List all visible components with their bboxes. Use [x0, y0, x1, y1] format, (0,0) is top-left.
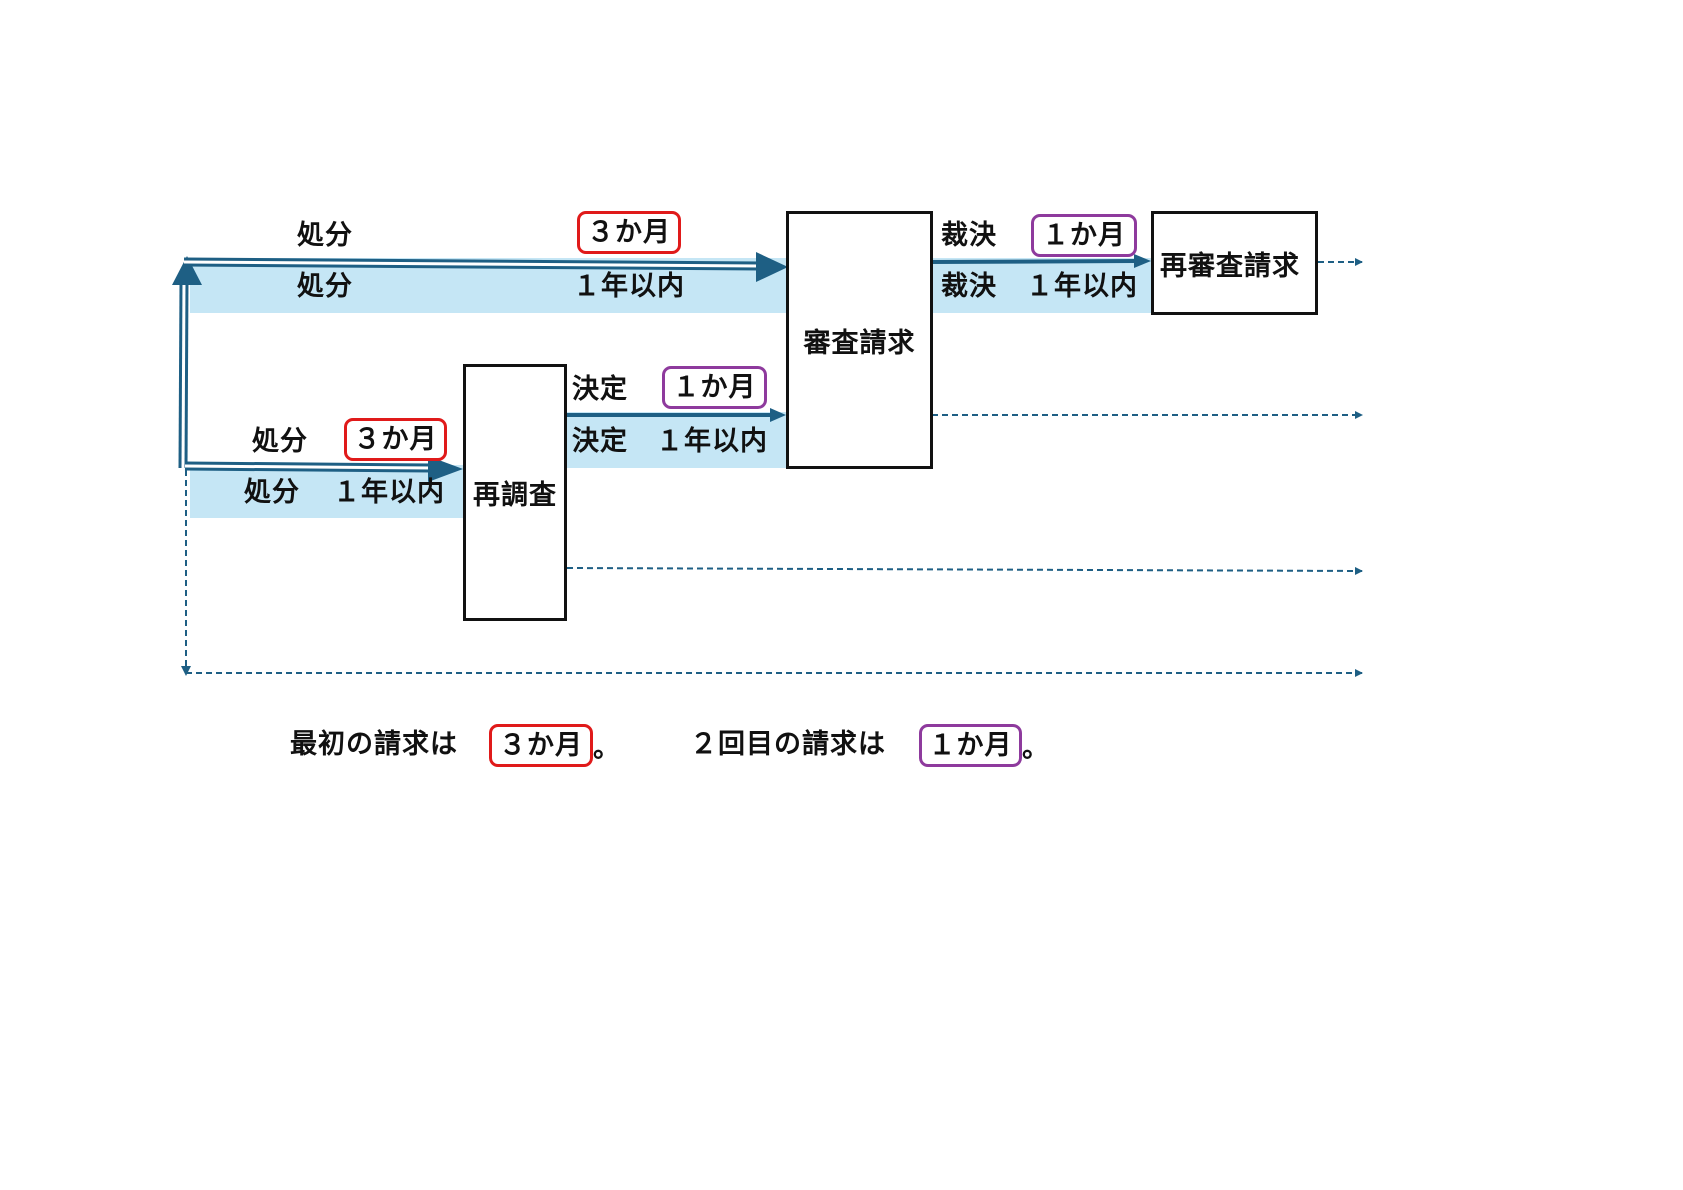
saishinsa-seikyu-box: 再審査請求	[1151, 211, 1318, 315]
saiketsu-upper-label: 裁決	[941, 220, 997, 251]
shinsa-seikyu-box: 審査請求	[786, 211, 933, 469]
saiketsu-limit-label: １年以内	[1026, 271, 1138, 302]
saiketsu-lower-label: 裁決	[941, 271, 997, 302]
kettei-one-month-badge: １か月	[662, 366, 767, 409]
shinsa-seikyu-label: 審査請求	[803, 327, 916, 359]
dashed-vertical-head	[181, 666, 191, 676]
top-three-month-badge: ３か月	[577, 211, 681, 254]
kettei-limit-label: １年以内	[656, 426, 768, 457]
saichousa-double-arrow	[184, 456, 463, 482]
top-limit-label: １年以内	[573, 271, 685, 302]
legend-second-end: 。	[1022, 733, 1050, 764]
top-arrow-head	[756, 252, 788, 282]
vertical-double-line	[172, 256, 202, 469]
saiketsu-arrow	[929, 254, 1151, 268]
saichousa-three-month-badge: ３か月	[344, 418, 447, 461]
saichousa-arrow-head	[428, 456, 463, 482]
legend-first-badge: ３か月	[489, 724, 593, 767]
saichousa-box: 再調査	[463, 364, 567, 621]
saichousa-lower-label: 処分	[244, 477, 300, 508]
saishinsa-seikyu-label: 再審査請求	[1160, 250, 1300, 282]
kettei-upper-label: 決定	[572, 374, 628, 405]
legend-first-end: 。	[593, 733, 621, 764]
kettei-lower-label: 決定	[572, 426, 628, 457]
top-upper-label: 処分	[297, 220, 353, 251]
saiketsu-one-month-badge: １か月	[1031, 214, 1137, 257]
saichousa-label: 再調査	[473, 480, 557, 511]
legend-second-text: ２回目の請求は	[690, 729, 886, 760]
top-double-arrow	[183, 252, 788, 282]
saichousa-limit-label: １年以内	[333, 477, 445, 508]
top-lower-label: 処分	[297, 271, 353, 302]
kettei-time-band	[567, 412, 789, 468]
legend-first-text: 最初の請求は	[290, 729, 458, 760]
saichousa-upper-label: 処分	[252, 426, 308, 457]
saichousa-time-band	[190, 465, 465, 518]
legend-second-badge: １か月	[919, 724, 1022, 767]
kettei-arrow	[567, 408, 786, 422]
arrow-up-head	[172, 256, 202, 285]
saiketsu-time-band	[932, 258, 1154, 313]
dashed-line-saichousa	[566, 566, 1363, 575]
